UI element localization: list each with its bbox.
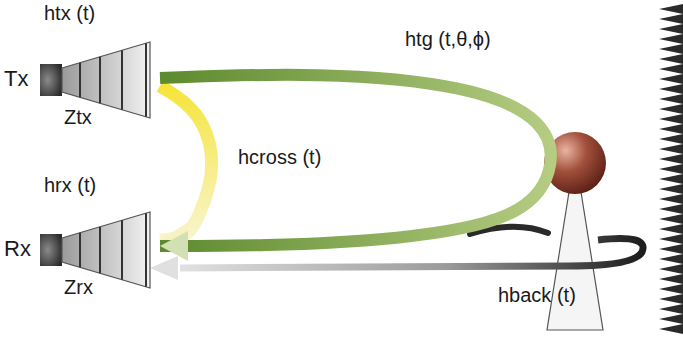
horn-rib — [145, 213, 147, 287]
horn-rib — [79, 63, 81, 98]
antenna-node: Rx hrx (t) Zrx — [0, 170, 160, 330]
antenna-name: Rx — [4, 237, 31, 261]
arrow-head — [160, 231, 188, 261]
path-label: hback (t) — [498, 284, 576, 306]
signal-path-group — [160, 86, 212, 253]
signal-path-group — [160, 75, 551, 261]
horn-rib — [99, 227, 101, 273]
antenna-name: Tx — [4, 67, 28, 91]
path-label: hcross (t) — [238, 146, 321, 168]
signal-path — [160, 86, 212, 240]
target-stand — [547, 192, 603, 330]
horn-rib — [99, 57, 101, 103]
antenna-node: Tx htx (t) Ztx — [0, 0, 160, 145]
path-label: htg (t,θ,ϕ) — [405, 28, 491, 50]
horn-rib — [121, 50, 123, 109]
response-label: htx (t) — [44, 2, 95, 24]
impedance-label: Ztx — [64, 106, 92, 128]
waveguide-feed — [40, 234, 62, 266]
absorber-teeth — [659, 4, 683, 334]
edge-layer — [160, 75, 551, 261]
horn-rib — [121, 220, 123, 279]
horn-rib — [145, 43, 147, 117]
horn-rib — [79, 233, 81, 268]
response-label: hrx (t) — [44, 174, 96, 196]
impedance-label: Zrx — [64, 276, 93, 298]
waveguide-feed — [40, 64, 62, 96]
arrow-head — [150, 256, 178, 280]
absorber-wall — [659, 4, 683, 334]
signal-path — [160, 75, 551, 246]
